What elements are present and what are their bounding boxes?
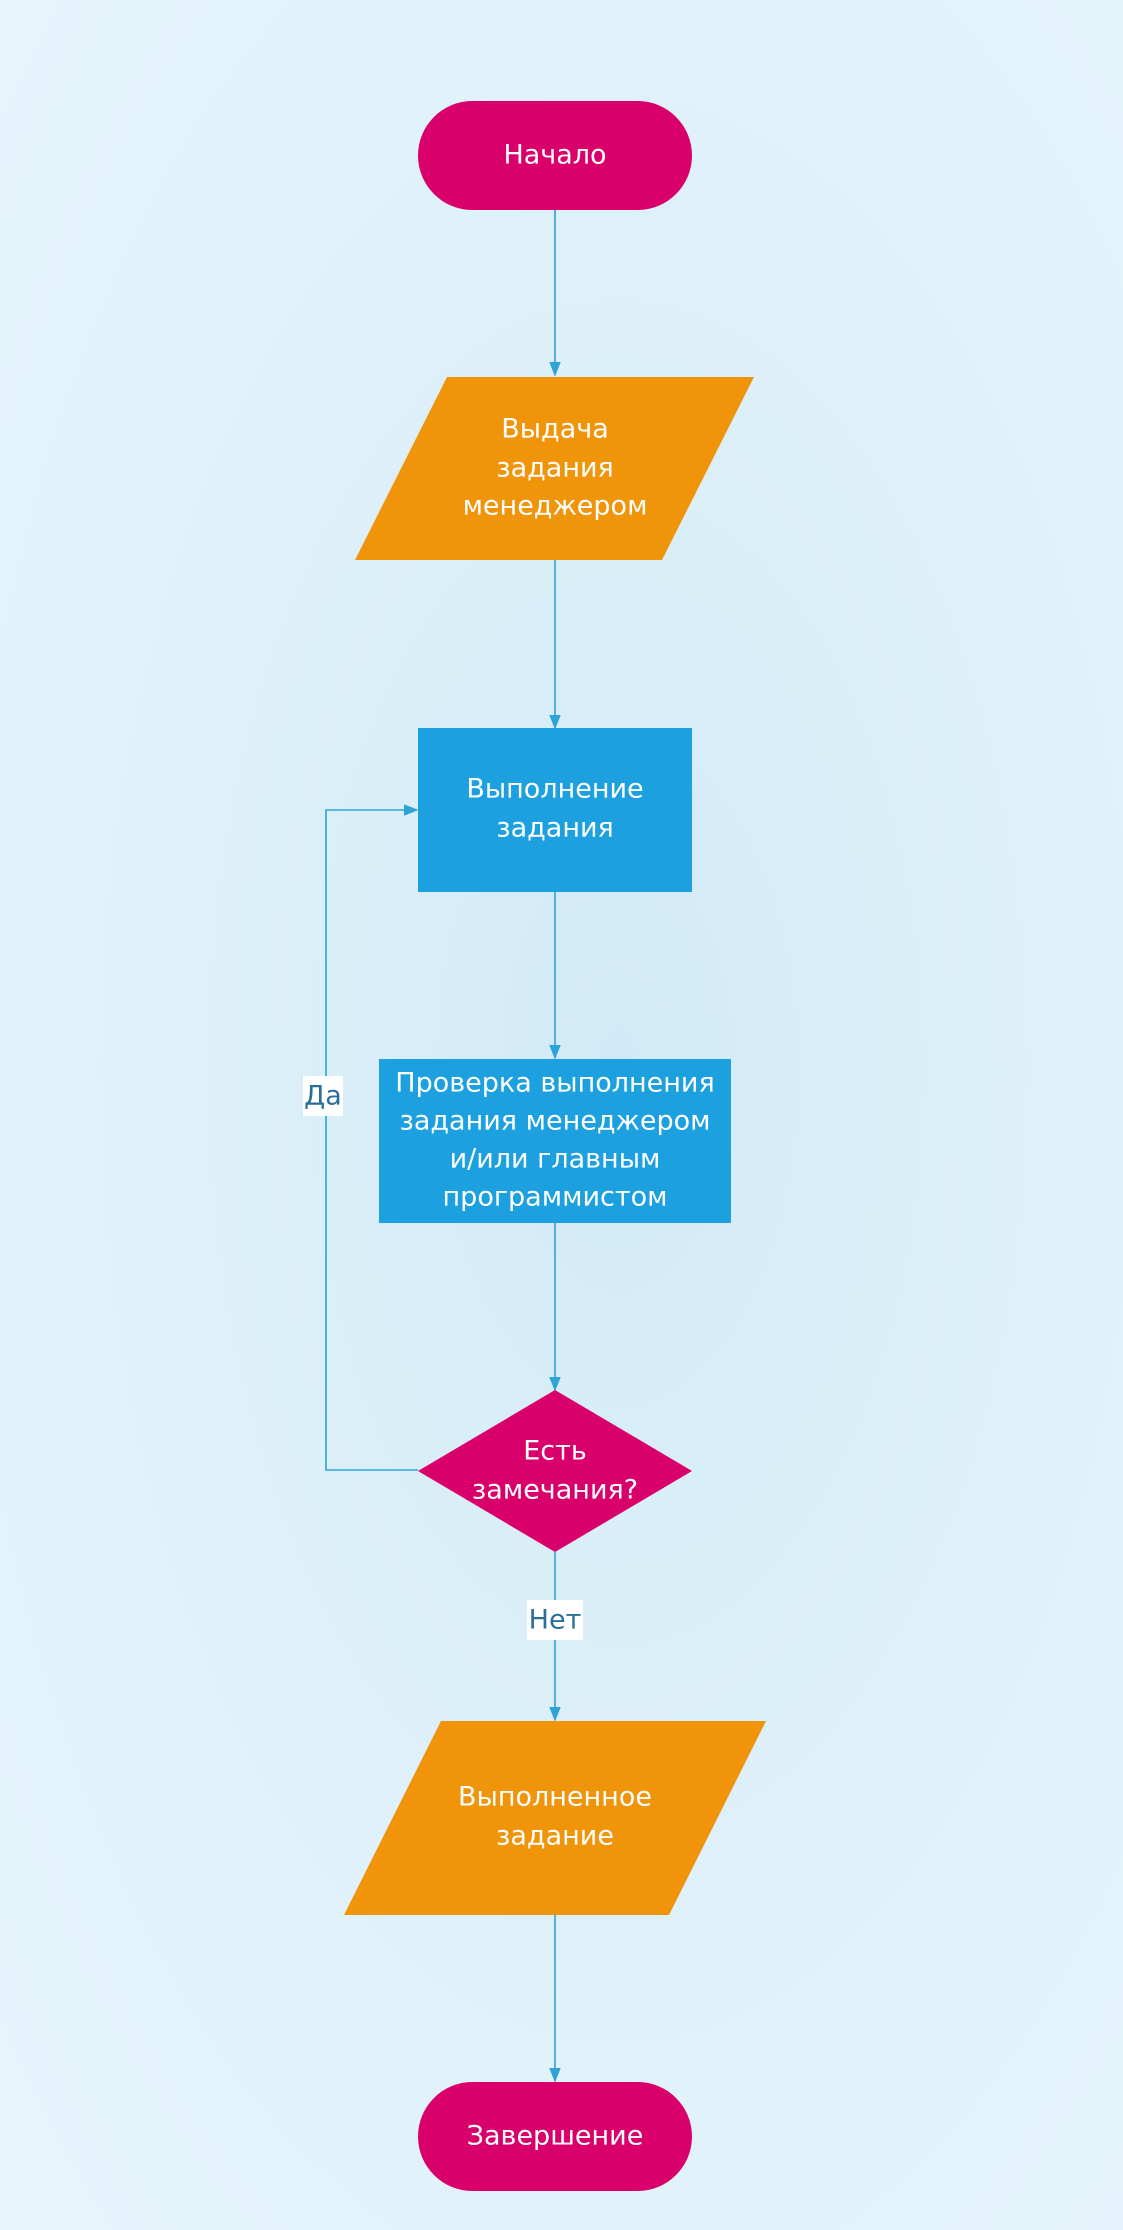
- do-task-line-2: задания: [496, 813, 614, 844]
- do-task-line-1: Выполнение: [466, 774, 643, 805]
- done-task-line-1: Выполненное: [458, 1782, 652, 1813]
- done-task-line-2: задание: [496, 1821, 614, 1852]
- start-terminal-shape: [418, 101, 692, 210]
- edge-label-no: Нет: [527, 1600, 583, 1640]
- do-task-node[interactable]: Выполнение задания: [418, 728, 692, 892]
- issue-task-line-2: задания: [496, 453, 614, 484]
- start-terminal-label: Начало: [503, 140, 606, 171]
- edge-label-yes: Да: [303, 1076, 343, 1116]
- svg-text:Нет: Нет: [529, 1605, 582, 1636]
- end-terminal-shape: [418, 2082, 692, 2191]
- edge-decision-yes-loop: [325, 804, 419, 1471]
- issue-task-line-1: Выдача: [501, 414, 609, 445]
- review-node[interactable]: Проверка выполнения задания менеджером и…: [379, 1059, 731, 1223]
- issue-task-shape: [355, 377, 754, 560]
- issue-task-line-3: менеджером: [463, 491, 648, 522]
- svg-text:Да: Да: [304, 1081, 342, 1112]
- done-task-shape: [344, 1721, 766, 1915]
- end-terminal-label: Завершение: [467, 2121, 644, 2152]
- has-remarks-decision[interactable]: Есть замечания?: [418, 1390, 692, 1552]
- start-terminal[interactable]: Начало: [418, 101, 692, 210]
- review-line-3: и/или главным: [450, 1144, 661, 1175]
- issue-task-node[interactable]: Выдача задания менеджером: [355, 377, 754, 560]
- end-terminal[interactable]: Завершение: [418, 2082, 692, 2191]
- done-task-node[interactable]: Выполненное задание: [344, 1721, 766, 1915]
- has-remarks-shape: [418, 1390, 692, 1552]
- do-task-shape: [418, 728, 692, 892]
- review-line-4: программистом: [443, 1182, 668, 1213]
- review-shape: [379, 1059, 731, 1223]
- has-remarks-line-1: Есть: [523, 1436, 587, 1467]
- review-line-1: Проверка выполнения: [395, 1068, 714, 1099]
- has-remarks-line-2: замечания?: [472, 1475, 638, 1506]
- review-line-2: задания менеджером: [399, 1106, 710, 1137]
